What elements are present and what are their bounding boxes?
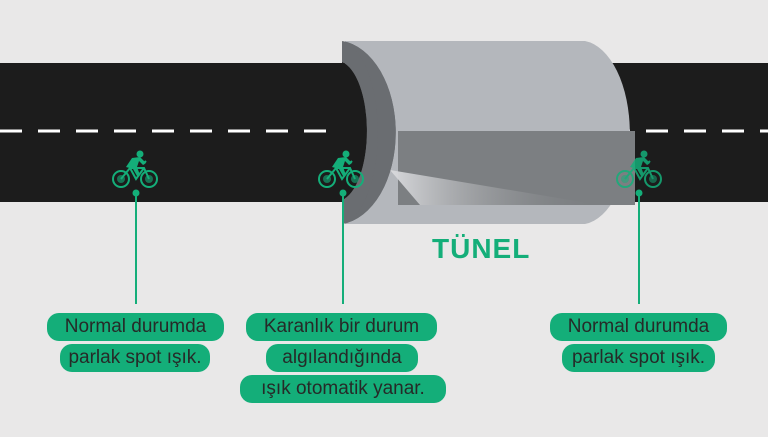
tunnel-label: TÜNEL <box>432 233 531 264</box>
callout-left-line2: parlak spot ışık. <box>60 344 210 372</box>
callout-lines <box>132 189 643 304</box>
callout-middle-line1: Karanlık bir durum <box>246 313 437 341</box>
callout-right-line1: Normal durumda <box>550 313 727 341</box>
callout-left-line1: Normal durumda <box>47 313 224 341</box>
callout-right-line2: parlak spot ışık. <box>562 344 715 372</box>
callout-middle-line2: algılandığında <box>266 344 418 372</box>
callout-middle-line3: ışık otomatik yanar. <box>240 375 446 403</box>
tunnel <box>342 41 635 224</box>
